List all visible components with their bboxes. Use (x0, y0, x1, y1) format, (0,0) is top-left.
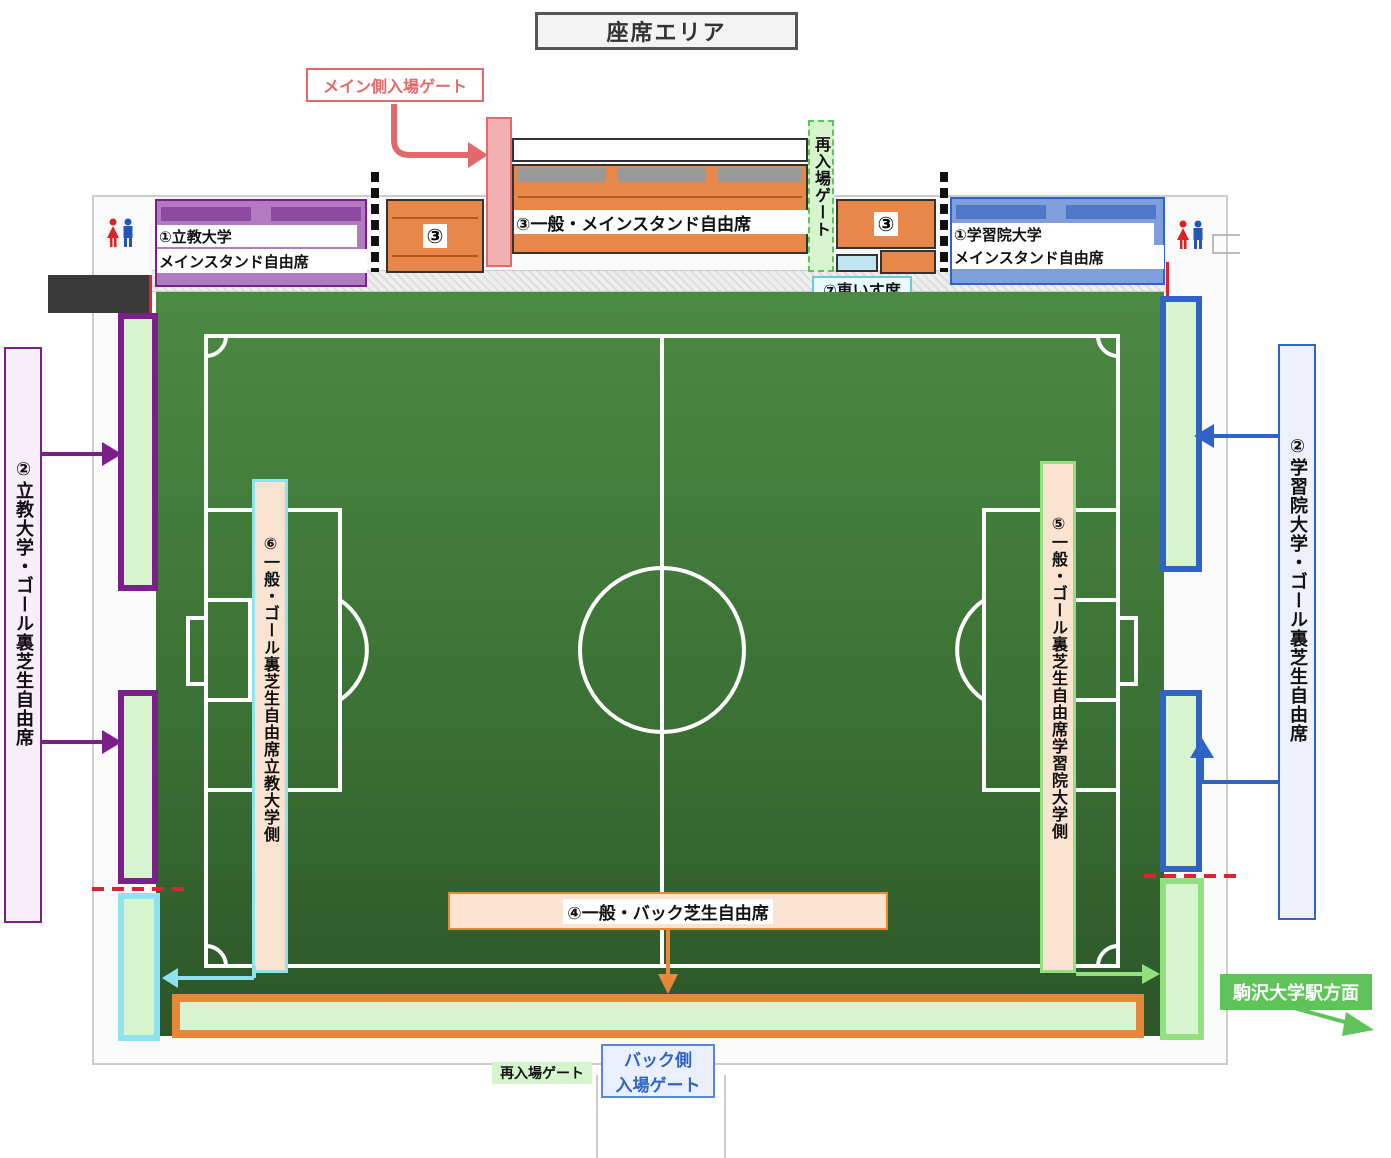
wheelchair-area (836, 254, 878, 272)
direction-label: 駒沢大学駅方面 (1220, 974, 1372, 1010)
rikkyo-main-stand: ①立教大学 メインスタンド自由席 (155, 199, 367, 287)
corner-lawn-left (118, 893, 160, 1041)
reentry-gate-back[interactable]: 再入場ゲート (492, 1062, 592, 1084)
gakushuin-label-line1-box: ①学習院大学 (952, 223, 1154, 245)
main-stand-label-box: ③一般・メインスタンド自由席 (514, 210, 808, 235)
gakushuin-main-stand: ①学習院大学 メインスタンド自由席 (950, 197, 1165, 285)
page-title: 座席エリア (535, 12, 798, 50)
gate-structure-icon (1212, 234, 1240, 254)
side-stand-right: ③ (836, 199, 936, 249)
gakushuin-goal-label-text: ②学習院大学・ゴール裏芝生自由席 (1287, 436, 1308, 743)
rikkyo-label-line2-box: メインスタンド自由席 (157, 249, 367, 273)
direction-arrow (1293, 1006, 1374, 1036)
back-lawn-zone (172, 994, 1144, 1038)
main-stand-label: ③一般・メインスタンド自由席 (516, 214, 752, 235)
side-stand-right-label: ③ (873, 212, 899, 236)
red-marker-right (1166, 262, 1169, 298)
gakushuin-label-line2-box: メインスタンド自由席 (952, 245, 1164, 269)
general-goal-rikkyo-text: ⑥一般・ゴール裏芝生自由席立教大学側 (261, 534, 280, 843)
main-stand-roof (512, 138, 808, 162)
back-lawn-arrow (658, 928, 678, 994)
rikkyo-goal-lawn-upper (118, 313, 158, 591)
left-building-block (48, 275, 152, 313)
side-stand-left: ③ (386, 199, 484, 273)
direction-label-text: 駒沢大学駅方面 (1233, 983, 1359, 1004)
back-entry-gate-line2: 入場ゲート (615, 1076, 701, 1096)
reentry-gate-main[interactable]: 再入場ゲート (808, 120, 834, 272)
gakushuin-goal-label: ②学習院大学・ゴール裏芝生自由席 (1278, 344, 1316, 920)
general-goal-rikkyo-side: ⑥一般・ゴール裏芝生自由席立教大学側 (252, 479, 288, 973)
main-stand-general: ③一般・メインスタンド自由席 (512, 164, 808, 254)
main-entry-gate[interactable] (486, 117, 512, 267)
rikkyo-goal-label: ②立教大学・ゴール裏芝生自由席 (4, 347, 42, 923)
stair-marker-left (371, 172, 379, 272)
general-goal-gakushuin-text: ⑤一般・ゴール裏芝生自由席学習院大学側 (1049, 514, 1068, 840)
reentry-gate-main-text: 再入場ゲート (812, 136, 831, 238)
rikkyo-label-line1-box: ①立教大学 (157, 225, 357, 247)
rikkyo-main-label-2: メインスタンド自由席 (159, 252, 309, 271)
restroom-left-icon (107, 218, 133, 247)
main-entry-gate-label: メイン側入場ゲート (306, 68, 484, 102)
general-goal-rikkyo-arrow (162, 966, 256, 988)
gakushuin-stand-rows (956, 205, 1161, 219)
back-lawn-label: ④一般・バック芝生自由席 (448, 892, 888, 930)
gakushuin-goal-arrows (1190, 424, 1280, 784)
rikkyo-main-label-1: ①立教大学 (159, 227, 232, 246)
gakushuin-main-label-2: メインスタンド自由席 (954, 248, 1104, 267)
reentry-gate-back-text: 再入場ゲート (500, 1066, 584, 1082)
rikkyo-goal-lawn-lower (118, 690, 158, 884)
restroom-right-icon (1177, 220, 1203, 249)
general-goal-gakushuin-side: ⑤一般・ゴール裏芝生自由席学習院大学側 (1040, 461, 1076, 973)
back-entry-gate-line1: バック側 (624, 1051, 692, 1071)
back-entry-gate[interactable]: バック側 入場ゲート (601, 1044, 715, 1098)
restroom-icon (104, 218, 136, 248)
restroom-icon (1174, 220, 1206, 250)
front-walkway (152, 270, 1168, 292)
general-goal-gakushuin-arrow (1076, 964, 1160, 984)
main-entry-arrow (391, 104, 488, 168)
corner-lawn-right (1160, 878, 1204, 1040)
main-stand-upper-rows (518, 168, 802, 182)
rikkyo-goal-arrows (40, 442, 122, 754)
side-stand-right-lower (880, 250, 936, 274)
side-stand-left-label: ③ (422, 224, 448, 248)
gakushuin-zone-divider (1144, 874, 1240, 878)
rikkyo-stand-rows (161, 207, 361, 221)
page-title-text: 座席エリア (606, 21, 727, 46)
stair-marker-right (940, 172, 948, 272)
rikkyo-zone-divider (92, 887, 188, 891)
gakushuin-goal-lawn-lower (1160, 690, 1202, 872)
back-lawn-label-text: ④一般・バック芝生自由席 (563, 898, 773, 924)
gakushuin-main-label-1: ①学習院大学 (954, 225, 1042, 244)
rikkyo-goal-label-text: ②立教大学・ゴール裏芝生自由席 (13, 459, 34, 747)
main-entry-gate-text: メイン側入場ゲート (322, 77, 467, 96)
